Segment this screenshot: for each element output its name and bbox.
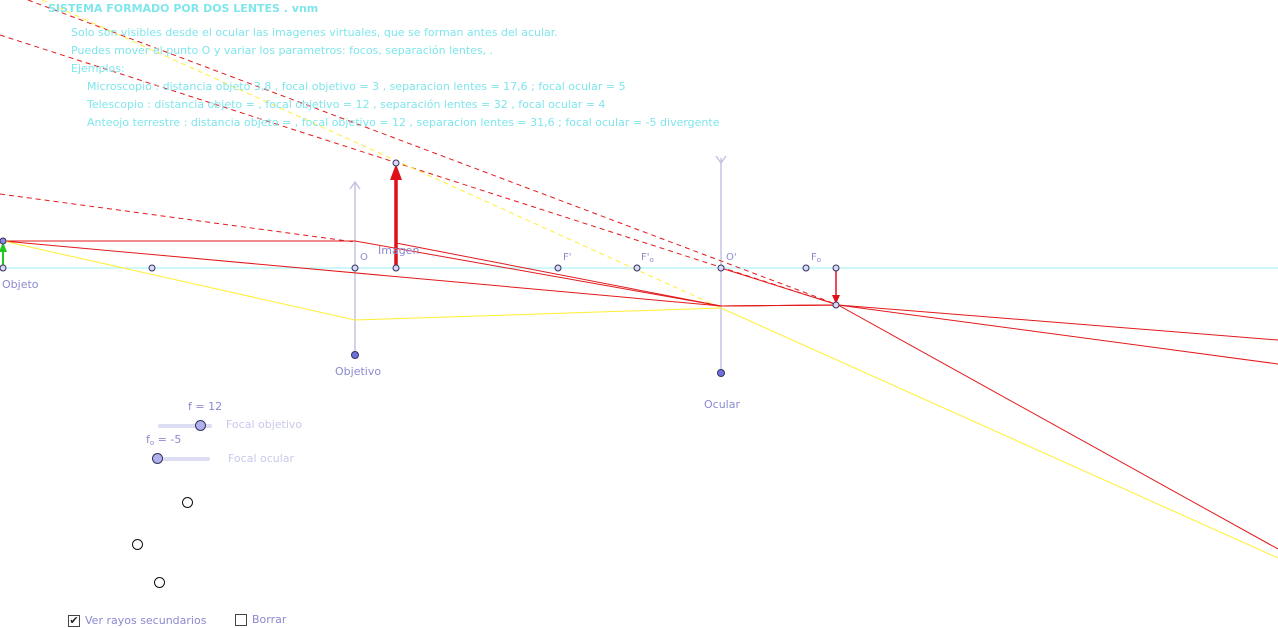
point-focus-objetivo [148, 264, 156, 272]
point-final-image-base [832, 264, 840, 272]
label-Fo: Fo [811, 252, 822, 264]
example-microscopio: Microscopio : distancia objeto 3,8 , foc… [87, 80, 626, 93]
point-image-tip [392, 159, 400, 167]
point-image-base [392, 264, 400, 272]
checkbox-ver-rayos-box[interactable]: ✔ [68, 613, 80, 627]
header-line-3: Ejemplos: [71, 62, 125, 75]
checkbox-borrar-label: Borrar [252, 613, 287, 626]
label-objeto: Objeto [2, 278, 39, 291]
point-ocular-handle[interactable] [717, 369, 725, 377]
slider-focal-objetivo-track[interactable] [158, 424, 212, 428]
dashed-ray-yellow [41, 0, 722, 309]
control-point-2[interactable] [132, 539, 143, 550]
checkbox-ver-rayos[interactable]: ✔ Ver rayos secundarios [68, 614, 206, 627]
dashed-ray-1 [0, 34, 839, 306]
label-F-prime: F' [563, 252, 572, 263]
example-telescopio: Telescopio : distancia objeto = , focal … [87, 98, 606, 111]
label-Fo-prime: F'o [641, 252, 654, 264]
slider-focal-objetivo-readout: f = 12 [188, 400, 223, 413]
point-objetivo-handle[interactable] [351, 351, 359, 359]
label-O-prime: O' [726, 252, 737, 263]
header-line-2: Puedes mover el punto O y variar los par… [71, 44, 494, 57]
label-objetivo: Objetivo [335, 365, 382, 378]
ray-yellow [2, 240, 1278, 559]
point-object-tip[interactable] [0, 237, 7, 245]
checkbox-borrar-box[interactable] [235, 613, 247, 626]
ray-ocular-center [720, 267, 839, 306]
control-point-3[interactable] [154, 577, 165, 588]
ray-image [395, 242, 1278, 550]
axis-points [0, 264, 840, 272]
point-O-prime[interactable] [717, 264, 725, 272]
header-line-1: Solo son visibles desde el ocular las im… [71, 26, 558, 39]
point-O[interactable] [351, 264, 359, 272]
checkbox-ver-rayos-label: Ver rayos secundarios [85, 614, 207, 627]
object-arrow[interactable] [0, 242, 7, 268]
point-Fo-prime [633, 264, 641, 272]
label-O: O [360, 252, 368, 263]
dashed-ray-2 [27, 0, 839, 306]
point-final-image-tip [832, 301, 840, 309]
point-Fo [802, 264, 810, 272]
label-ocular: Ocular [704, 398, 740, 411]
image-arrow [390, 164, 402, 268]
slider-focal-objetivo-caption: Focal objetivo [226, 418, 303, 431]
slider-focal-objetivo-knob[interactable] [195, 420, 206, 431]
slider-focal-ocular-knob[interactable] [152, 453, 163, 464]
slider-focal-ocular-caption: Focal ocular [228, 452, 295, 465]
example-anteojo: Anteojo terrestre : distancia objeto = ,… [87, 116, 720, 129]
slider-focal-ocular-readout: fo = -5 [146, 433, 182, 447]
dashed-ray-3 [0, 193, 356, 243]
point-object-base [0, 264, 7, 272]
header-title: SISTEMA FORMADO POR DOS LENTES . vnm [48, 2, 319, 15]
control-point-1[interactable] [182, 497, 193, 508]
checkbox-borrar[interactable]: Borrar [235, 613, 286, 626]
label-imagen: Imagen [378, 244, 420, 257]
final-image-arrow [832, 268, 840, 304]
point-F-prime [554, 264, 562, 272]
slider-focal-ocular-track[interactable] [152, 457, 210, 461]
